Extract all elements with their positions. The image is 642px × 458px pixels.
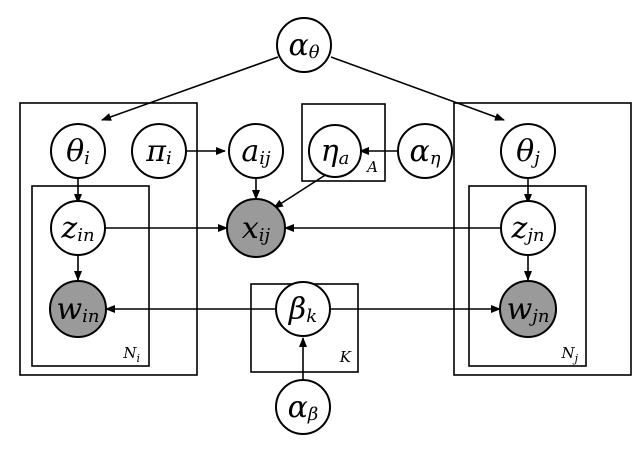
plate-nj-label: Nj: [560, 344, 578, 365]
plate-document-j: [453, 102, 632, 376]
edge-eta-a-to-x-ij: [273, 171, 331, 209]
node-eta-a: ηa: [308, 124, 362, 178]
svg-text:wjn: wjn: [507, 292, 550, 327]
node-theta-i: θi: [50, 123, 106, 179]
edge-alpha-theta-to-theta-i: [101, 56, 279, 121]
node-z-in: zin: [50, 200, 106, 256]
plate-ni-label: Ni: [122, 344, 140, 365]
svg-text:aij: aij: [241, 134, 271, 169]
svg-text:αη: αη: [409, 134, 440, 169]
svg-text:zin: zin: [60, 211, 94, 246]
svg-text:θj: θj: [516, 134, 540, 169]
node-w-in: win: [49, 280, 107, 338]
svg-text:ηa: ηa: [321, 134, 350, 169]
plate-a-label: A: [365, 158, 378, 176]
plate-words-i: [31, 185, 150, 367]
node-z-jn: zjn: [500, 200, 556, 256]
plate-a: [301, 103, 386, 182]
svg-text:πi: πi: [145, 134, 171, 169]
plate-document-i: [19, 102, 198, 376]
svg-text:win: win: [56, 292, 99, 327]
node-w-jn: wjn: [499, 280, 557, 338]
svg-text:βk: βk: [288, 292, 317, 327]
node-x-ij: xij: [226, 198, 286, 258]
svg-text:xij: xij: [242, 211, 271, 246]
node-theta-j: θj: [500, 123, 556, 179]
svg-text:αθ: αθ: [288, 28, 319, 63]
plate-k-label: K: [339, 348, 352, 366]
node-alpha-theta: αθ: [276, 17, 332, 73]
node-beta-k: βk: [275, 281, 331, 337]
edge-alpha-theta-to-theta-j: [330, 56, 505, 121]
node-alpha-eta: αη: [397, 123, 453, 179]
node-pi-i: πi: [131, 123, 187, 179]
node-a-ij: aij: [228, 123, 284, 179]
svg-text:zjn: zjn: [511, 211, 545, 246]
svg-text:θi: θi: [66, 134, 90, 169]
node-alpha-beta: αβ: [275, 379, 331, 435]
svg-text:αβ: αβ: [288, 390, 319, 425]
